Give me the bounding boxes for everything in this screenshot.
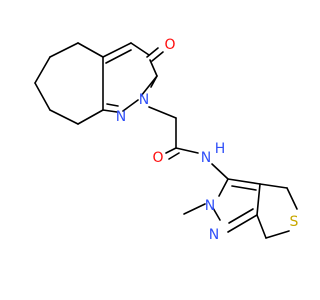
- bond: [231, 185, 257, 191]
- bond: [228, 208, 254, 224]
- bond: [102, 42, 132, 58]
- bond: [256, 183, 261, 216]
- bond: [259, 183, 288, 189]
- bond: [149, 59, 158, 77]
- bond: [106, 103, 119, 107]
- bonds: [34, 42, 298, 239]
- bond: [148, 106, 177, 119]
- bond: [146, 47, 159, 58]
- bond: [286, 187, 298, 210]
- ring-nitrogen-label: N: [139, 92, 149, 108]
- bond: [165, 147, 177, 154]
- bond: [256, 214, 267, 239]
- bond: [140, 75, 158, 97]
- ring-nitrogen-label: N: [116, 109, 126, 125]
- amide-oxygen-label: O: [152, 150, 163, 166]
- bond: [122, 99, 139, 112]
- bond: [183, 203, 206, 215]
- bond: [151, 51, 164, 62]
- pyrazole-nitrogen-label: N: [205, 198, 215, 214]
- bond: [34, 56, 51, 84]
- carbonyl-oxygen-label: O: [164, 37, 175, 53]
- bond: [227, 178, 261, 185]
- bond: [77, 109, 104, 125]
- bond: [211, 163, 229, 180]
- bond: [218, 178, 229, 197]
- bond: [105, 49, 132, 64]
- bond: [102, 109, 118, 113]
- bond: [49, 109, 79, 125]
- bond: [49, 42, 79, 58]
- bond: [265, 230, 290, 239]
- molecule-structure: O N N O N H N N S: [34, 37, 299, 243]
- bond: [77, 42, 104, 58]
- bond: [175, 147, 199, 154]
- pyrazole-nitrogen-label: N: [209, 227, 219, 243]
- bond: [212, 207, 221, 221]
- bond: [227, 214, 258, 233]
- bond: [168, 152, 180, 160]
- bond: [34, 82, 51, 111]
- amide-nitrogen-label: N: [201, 150, 211, 166]
- sulfur-label: S: [290, 214, 299, 230]
- amide-hydrogen-label: H: [215, 141, 226, 157]
- atom-labels: O N N O N H N N S: [116, 37, 299, 243]
- bond: [130, 42, 150, 56]
